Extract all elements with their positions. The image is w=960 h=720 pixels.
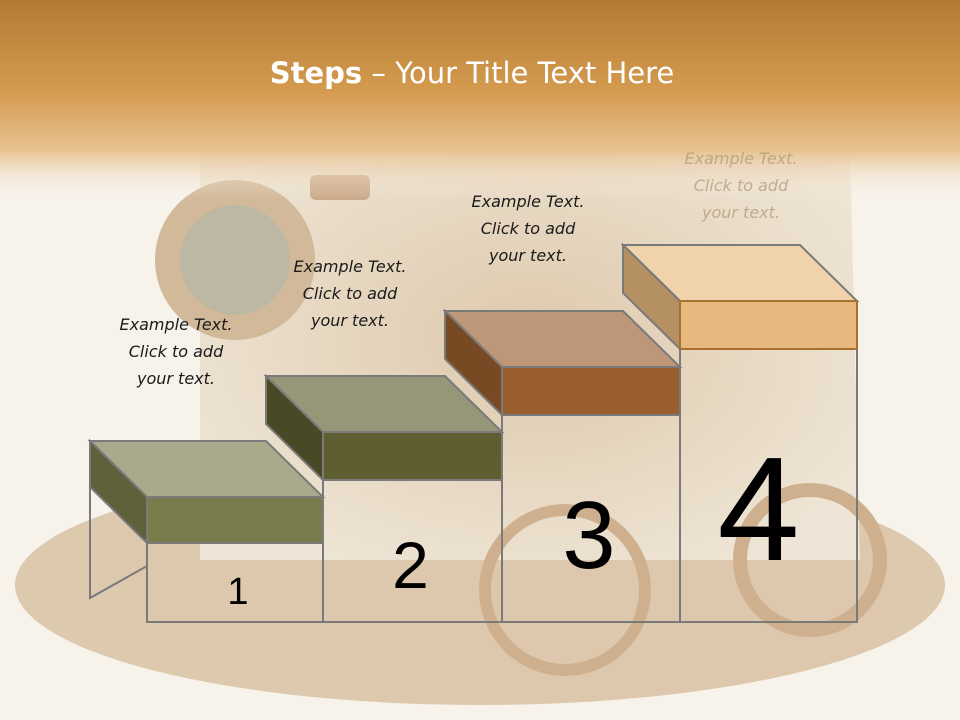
title-rest: – Your Title Text Here — [362, 56, 675, 90]
step-1-number: 1 — [227, 571, 248, 613]
header-band — [0, 0, 960, 200]
step-4-column — [679, 349, 858, 623]
step-3-box-front — [501, 366, 681, 416]
step-2-number: 2 — [392, 528, 429, 602]
title-bold: Steps — [269, 56, 363, 90]
slide-title[interactable]: Steps – Your Title Text Here — [0, 56, 944, 90]
step-4-box-front — [679, 300, 858, 350]
step-1-side-edge — [89, 487, 148, 600]
step-2-box-front — [322, 431, 503, 481]
step-4-number: 4 — [717, 427, 799, 592]
step-3-number: 3 — [562, 482, 615, 589]
step-1-box-front — [146, 496, 324, 544]
